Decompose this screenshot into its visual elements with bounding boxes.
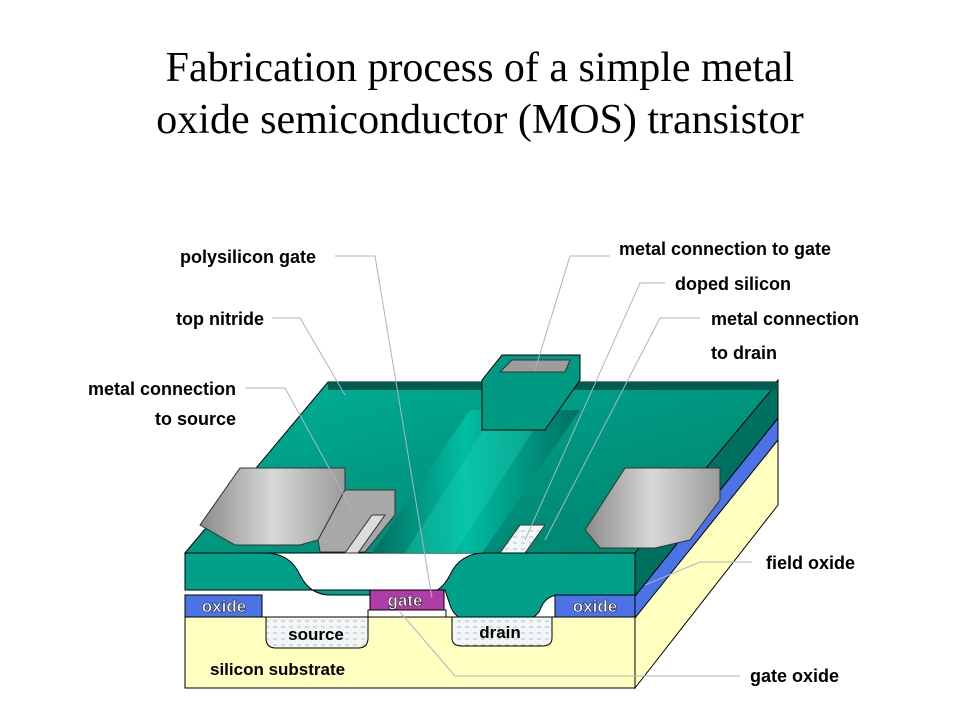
label-field-oxide: field oxide — [766, 553, 856, 573]
leader-metal-gate — [534, 255, 610, 371]
label-doped-silicon: doped silicon — [675, 274, 792, 294]
page-title: Fabrication process of a simple metal ox… — [0, 42, 960, 146]
source-label: source — [288, 625, 344, 644]
field-oxide-left — [184, 594, 263, 618]
leader-polysilicon-gate — [335, 255, 433, 599]
substrate-label: silicon substrate — [210, 660, 345, 679]
field-oxide-right — [554, 594, 636, 618]
label-gate-oxide: gate oxide — [750, 666, 840, 686]
drain-metal-block — [584, 467, 721, 549]
polysilicon-gate — [369, 589, 445, 611]
label-polysilicon-gate: polysilicon gate — [179, 247, 316, 267]
gate-contact-metal — [498, 359, 571, 373]
gate-oxide-layer — [367, 609, 447, 618]
label-top-nitride: top nitride — [176, 309, 264, 329]
leader-metal-source — [245, 387, 356, 516]
leader-top-nitride — [272, 317, 346, 396]
drain-well — [451, 616, 553, 647]
label-metal-drain-line2: to drain — [711, 343, 777, 363]
gate-ridge — [372, 410, 580, 553]
source-well — [265, 616, 369, 649]
oxide-left-label: oxide — [202, 597, 246, 616]
gate-contact-pillar — [481, 354, 581, 431]
title-line-1: Fabrication process of a simple metal — [165, 45, 795, 91]
oxide-right-label: oxide — [573, 597, 617, 616]
label-metal-drain-line1: metal connection — [711, 309, 860, 329]
label-metal-source-line2: to source — [154, 409, 236, 429]
label-metal-source-line1: metal connection — [87, 379, 236, 399]
drain-label: drain — [479, 623, 521, 642]
leader-gate-oxide — [399, 611, 740, 677]
leader-metal-drain — [544, 317, 700, 541]
gate-label: gate — [388, 591, 423, 610]
title-line-2: oxide semiconductor (MOS) transistor — [156, 97, 804, 143]
label-metal-gate: metal connection to gate — [619, 239, 832, 259]
leader-lines — [245, 255, 752, 677]
leader-field-oxide — [644, 561, 752, 586]
source-contact-hole — [344, 514, 386, 554]
leader-doped-silicon — [524, 282, 665, 541]
gate-ridge-highlight — [405, 420, 540, 553]
source-metal-step — [317, 489, 396, 553]
